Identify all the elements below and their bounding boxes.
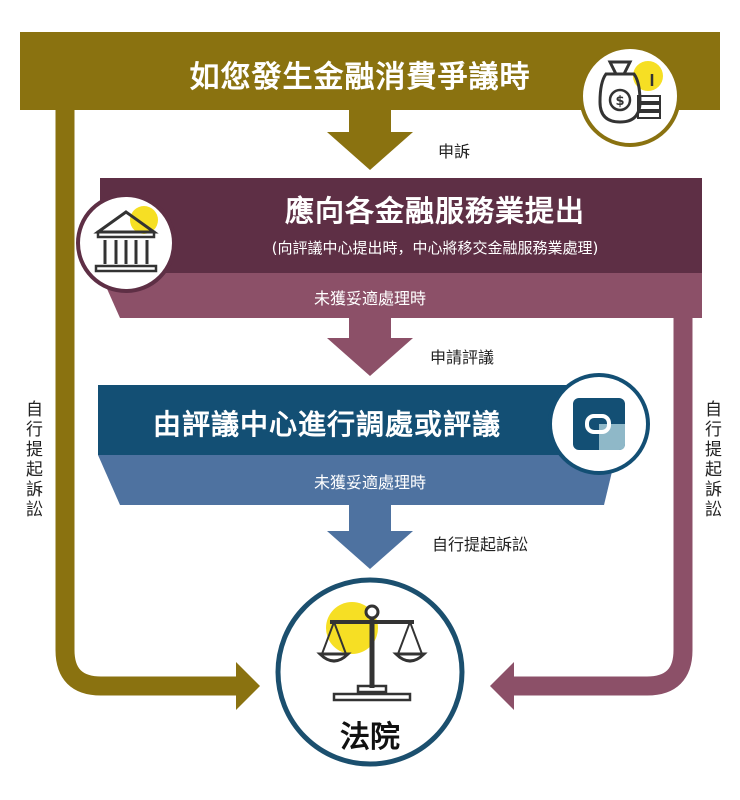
left-lawsuit-path [55,110,238,696]
edge-apply-label: 申請評議 [430,348,495,367]
step2-header-box [98,385,616,455]
right-side-label: 自行提起訴訟 [701,400,721,520]
foundation-logo-icon [548,373,650,475]
money-bag-icon: $ [579,45,681,147]
scales-of-justice-icon [316,602,428,702]
right-arrowhead [490,662,514,710]
step1-title: 應向各金融服務業提出 [284,194,585,228]
right-lawsuit-path [512,315,693,696]
left-side-label: 自行提起訴訟 [22,400,42,520]
step2-fail-band [98,455,616,505]
arrow-complaint-head [327,132,413,170]
arrow-apply-head [327,338,413,376]
edge-complaint-label: 申訴 [438,142,471,161]
arrow-complaint-shaft [349,110,391,134]
step2-title: 由評議中心進行調處或評議 [152,408,501,441]
step2-fail-label: 未獲妥適處理時 [313,473,426,492]
bank-building-icon [76,193,176,293]
arrow-apply-shaft [349,318,391,340]
svg-text:$: $ [615,94,624,109]
step1-subtitle: (向評議中心提出時，中心將移交金融服務業處理) [271,239,599,257]
arrow-lawsuit-head [327,531,413,569]
court-label: 法院 [340,720,400,755]
step1-fail-label: 未獲妥適處理時 [313,289,426,308]
step1-fail-band [100,273,702,318]
edge-lawsuit-label: 自行提起訴訟 [432,535,529,554]
top-title: 如您發生金融消費爭議時 [189,60,531,95]
step1-header-box [100,178,702,273]
left-arrowhead [236,662,260,710]
arrow-lawsuit-shaft [349,505,391,533]
